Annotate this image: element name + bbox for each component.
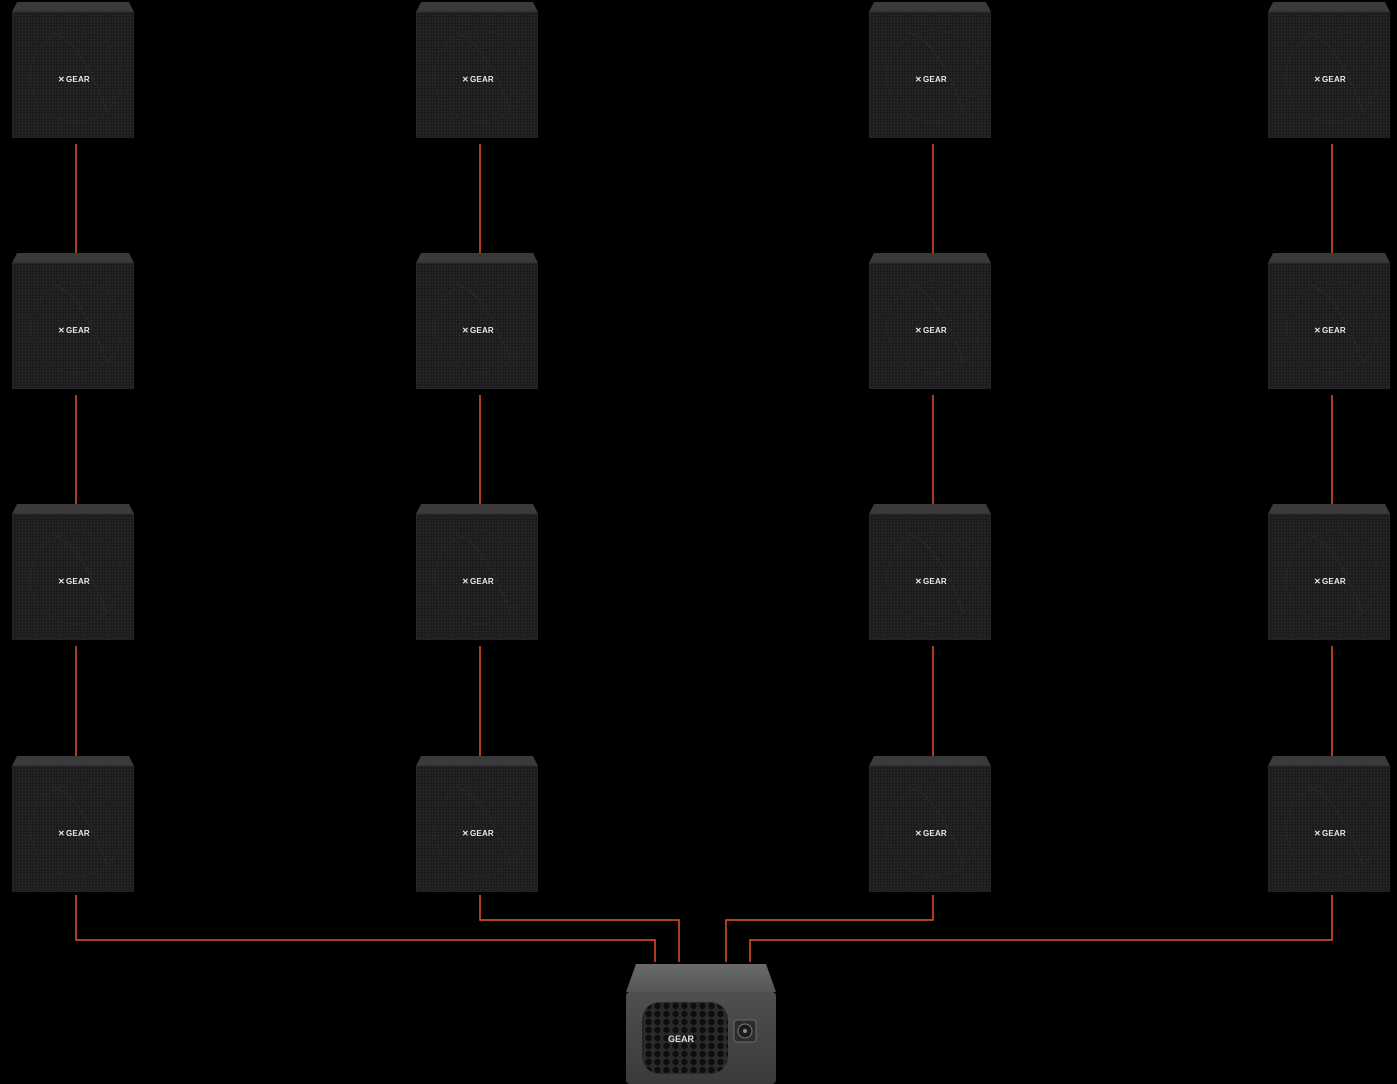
- k-mark-logo-icon: ✕: [462, 75, 469, 84]
- brand-logo: ✕ GEAR: [462, 75, 494, 84]
- brand-logo-text: GEAR: [1322, 577, 1346, 586]
- brand-logo-text: GEAR: [923, 326, 947, 335]
- amplifier-unit: GEAR: [626, 962, 776, 1084]
- k-mark-logo-icon: ✕: [58, 577, 65, 586]
- amp-top-panel: [626, 964, 776, 992]
- speaker-cabinet: ✕ GEAR: [416, 756, 538, 892]
- speaker-cabinet: ✕ GEAR: [416, 253, 538, 389]
- brand-logo: ✕ GEAR: [58, 75, 90, 84]
- k-mark-logo-icon: ✕: [1314, 75, 1321, 84]
- k-mark-logo-icon: ✕: [58, 75, 65, 84]
- brand-logo-text: GEAR: [66, 326, 90, 335]
- amp-output-wire-2: [479, 895, 680, 962]
- speaker-cabinet: ✕ GEAR: [1268, 504, 1390, 640]
- brand-logo-text: GEAR: [66, 829, 90, 838]
- speaker-cabinet: ✕ GEAR: [12, 756, 134, 892]
- brand-logo-text: GEAR: [470, 829, 494, 838]
- speaker-cabinet: ✕ GEAR: [416, 2, 538, 138]
- k-mark-logo-icon: ✕: [462, 577, 469, 586]
- brand-logo: ✕ GEAR: [58, 577, 90, 586]
- k-mark-logo-icon: ✕: [462, 829, 469, 838]
- amp-output-wire-4: [749, 895, 1333, 962]
- speaker-cabinet: ✕ GEAR: [869, 253, 991, 389]
- speaker-cabinet: ✕ GEAR: [416, 504, 538, 640]
- brand-logo-text: GEAR: [470, 326, 494, 335]
- brand-logo-text: GEAR: [470, 577, 494, 586]
- power-connector-icon: [733, 1019, 757, 1043]
- k-mark-logo-icon: ✕: [915, 326, 922, 335]
- speaker-cabinet: ✕ GEAR: [12, 504, 134, 640]
- brand-logo-text: GEAR: [66, 577, 90, 586]
- brand-logo-text: GEAR: [1322, 75, 1346, 84]
- brand-logo: ✕ GEAR: [58, 829, 90, 838]
- brand-logo-text: GEAR: [923, 75, 947, 84]
- brand-logo: ✕ GEAR: [58, 326, 90, 335]
- k-mark-logo-icon: ✕: [915, 577, 922, 586]
- brand-logo: ✕ GEAR: [1314, 577, 1346, 586]
- amp-logo: GEAR: [668, 1034, 695, 1044]
- speaker-cabinet: ✕ GEAR: [12, 253, 134, 389]
- speaker-cabinet: ✕ GEAR: [1268, 756, 1390, 892]
- k-mark-logo-icon: ✕: [1314, 577, 1321, 586]
- brand-logo-text: GEAR: [923, 829, 947, 838]
- brand-logo-text: GEAR: [1322, 326, 1346, 335]
- brand-logo-text: GEAR: [923, 577, 947, 586]
- k-mark-logo-icon: ✕: [58, 829, 65, 838]
- brand-logo: ✕ GEAR: [915, 577, 947, 586]
- brand-logo: ✕ GEAR: [1314, 326, 1346, 335]
- brand-logo-text: GEAR: [1322, 829, 1346, 838]
- speaker-cabinet: ✕ GEAR: [1268, 2, 1390, 138]
- brand-logo: ✕ GEAR: [462, 829, 494, 838]
- k-mark-logo-icon: ✕: [1314, 829, 1321, 838]
- brand-logo: ✕ GEAR: [1314, 829, 1346, 838]
- k-mark-logo-icon: ✕: [1314, 326, 1321, 335]
- brand-logo: ✕ GEAR: [462, 326, 494, 335]
- speaker-cabinet: ✕ GEAR: [12, 2, 134, 138]
- amp-output-wire-1: [75, 895, 656, 962]
- brand-logo: ✕ GEAR: [1314, 75, 1346, 84]
- amp-vent-grille: [642, 1002, 728, 1074]
- speaker-cabinet: ✕ GEAR: [869, 756, 991, 892]
- brand-logo: ✕ GEAR: [915, 829, 947, 838]
- brand-logo: ✕ GEAR: [915, 75, 947, 84]
- brand-logo-text: GEAR: [66, 75, 90, 84]
- k-mark-logo-icon: ✕: [58, 326, 65, 335]
- brand-logo: ✕ GEAR: [462, 577, 494, 586]
- speaker-cabinet: ✕ GEAR: [869, 504, 991, 640]
- brand-logo-text: GEAR: [470, 75, 494, 84]
- k-mark-logo-icon: ✕: [462, 326, 469, 335]
- speaker-cabinet: ✕ GEAR: [869, 2, 991, 138]
- k-mark-logo-icon: ✕: [915, 75, 922, 84]
- amp-output-wire-3: [725, 895, 934, 962]
- k-mark-logo-icon: ✕: [915, 829, 922, 838]
- brand-logo: ✕ GEAR: [915, 326, 947, 335]
- speaker-cabinet: ✕ GEAR: [1268, 253, 1390, 389]
